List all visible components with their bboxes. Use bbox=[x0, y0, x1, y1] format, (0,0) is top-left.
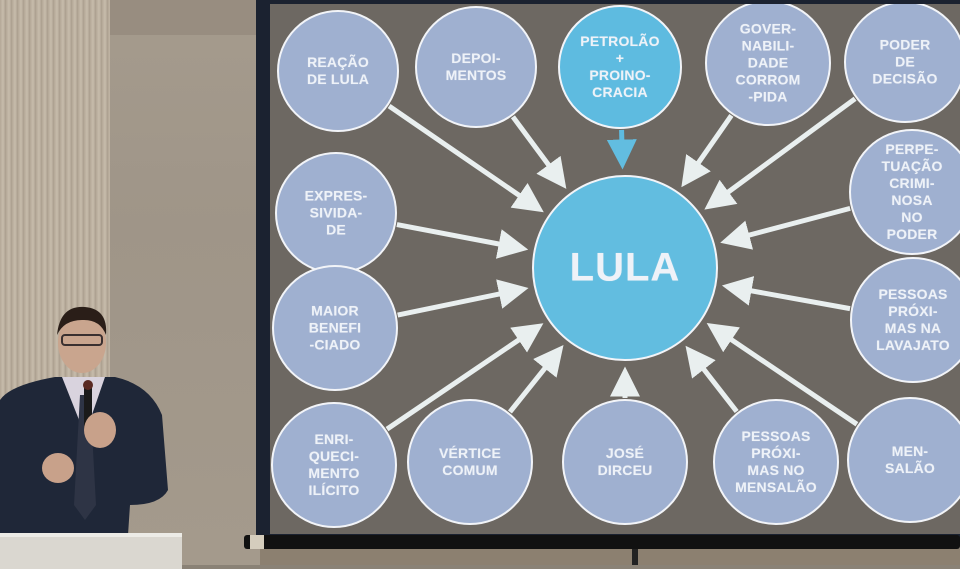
screen-bottom-bar bbox=[244, 535, 960, 549]
node-label-pessoas-proximas-mensalao: PESSOAS PRÓXI- MAS NO MENSALÃO bbox=[735, 427, 817, 496]
presenter-right-hand bbox=[84, 412, 116, 448]
node-label-expressividade: EXPRES- SIVIDA- DE bbox=[304, 187, 368, 238]
arrow-poder-de-decisao bbox=[704, 96, 857, 210]
projection-screen: REAÇÃO DE LULA DEPOI- MENTOS PETROLÃO + PR… bbox=[270, 4, 960, 534]
node-circle-depoimentos bbox=[415, 6, 537, 128]
floor bbox=[260, 549, 960, 565]
node-circle-jose-dirceu bbox=[562, 399, 688, 525]
arrow-mensalao bbox=[706, 323, 859, 427]
node-label-mensalao: MEN- SALÃO bbox=[885, 442, 935, 476]
screen-stand bbox=[632, 549, 638, 565]
podium bbox=[0, 533, 182, 569]
node-circle-petrolao-proinocracia bbox=[558, 5, 682, 129]
screen-bar-cap bbox=[250, 535, 264, 549]
arrow-expressividade bbox=[396, 222, 529, 259]
arrow-perpetuacao-criminosa bbox=[720, 205, 851, 250]
node-label-vertice-comum: VÉRTICE COMUM bbox=[438, 444, 502, 478]
microphone-head bbox=[83, 380, 93, 390]
arrow-pessoas-proximas-lavajato bbox=[721, 276, 851, 312]
node-label-perpetuacao-criminosa: PERPE- TUAÇÃO CRIMI- NOSA NO PODER bbox=[881, 140, 943, 243]
node-label-jose-dirceu: JOSÉ DIRCEU bbox=[597, 444, 653, 478]
node-circle-pessoas-proximas-mensalao bbox=[713, 399, 839, 525]
wall-top bbox=[110, 0, 260, 35]
presenter bbox=[0, 306, 168, 535]
arrow-maior-beneficiado bbox=[397, 279, 529, 318]
node-circle-governabilidade-corrompida bbox=[705, 4, 831, 126]
node-circle-maior-beneficiado bbox=[272, 265, 398, 391]
node-label-petrolao-proinocracia: PETROLÃO + PROINO- CRACIA bbox=[580, 32, 660, 101]
glasses-icon bbox=[61, 334, 103, 346]
node-label-pessoas-proximas-lavajato: PESSOAS PRÓXI- MAS NA LAVAJATO bbox=[876, 285, 950, 354]
node-label-enriquecimento-ilicito: ENRI- QUECI- MENTO ILÍCITO bbox=[308, 430, 360, 499]
node-circle-perpetuacao-criminosa bbox=[849, 129, 960, 255]
arrow-vertice-comum bbox=[507, 344, 564, 414]
node-label-poder-de-decisao: PODER DE DECISÃO bbox=[872, 36, 938, 87]
arrow-petrolao-proinocracia bbox=[606, 129, 637, 170]
node-circle-enriquecimento-ilicito bbox=[271, 402, 397, 528]
node-label-maior-beneficiado: MAIOR BENEFI -CIADO bbox=[308, 302, 362, 353]
arrow-enriquecimento-ilicito bbox=[385, 323, 544, 432]
node-label-reacao-de-lula: REAÇÃO DE LULA bbox=[306, 53, 370, 87]
node-circle-pessoas-proximas-lavajato bbox=[850, 257, 960, 383]
arrow-pessoas-proximas-mensalao bbox=[685, 345, 739, 414]
diagram-canvas bbox=[271, 4, 960, 528]
arrow-reacao-de-lula bbox=[387, 104, 544, 213]
center-node-label: LULA bbox=[569, 245, 681, 290]
node-circle-reacao-de-lula bbox=[277, 10, 399, 132]
presenter-hair bbox=[57, 306, 107, 335]
node-label-governabilidade-corrompida: GOVER- NABILI- DADE CORROM -PIDA bbox=[735, 20, 801, 105]
node-circle-poder-de-decisao bbox=[844, 4, 960, 123]
node-label-depoimentos: DEPOI- MENTOS bbox=[445, 49, 507, 83]
center-node-circle bbox=[532, 175, 718, 361]
arrow-governabilidade-corrompida bbox=[681, 114, 734, 188]
arrow-depoimentos bbox=[510, 115, 567, 189]
presenter-left-hand bbox=[42, 453, 74, 483]
node-circle-mensalao bbox=[847, 397, 960, 523]
presenter-face bbox=[58, 313, 106, 373]
node-circle-vertice-comum bbox=[407, 399, 533, 525]
